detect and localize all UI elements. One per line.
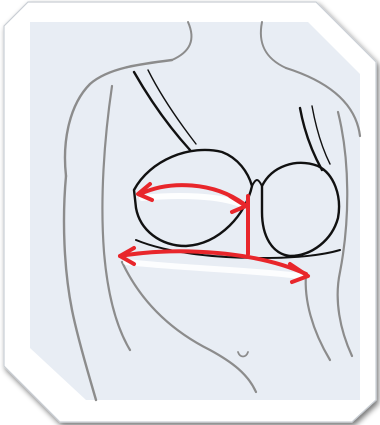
measurement-illustration (0, 0, 380, 425)
illustration-canvas (0, 0, 380, 425)
